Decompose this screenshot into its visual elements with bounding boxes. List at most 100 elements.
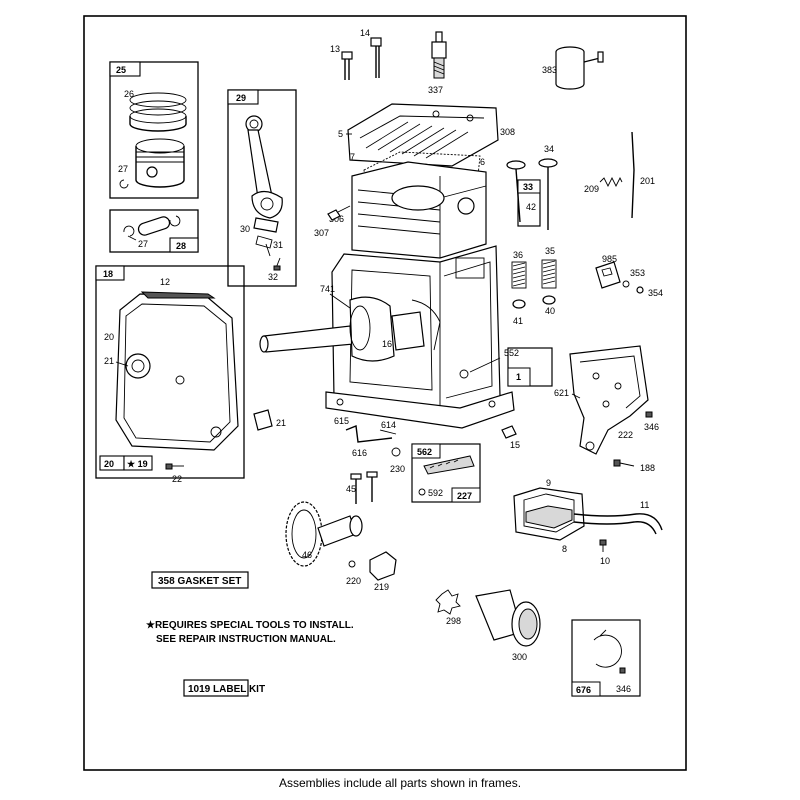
part-383-label: 383 [542,65,557,75]
part-12-label: 12 [160,277,170,287]
frame-33-label: 33 [523,182,533,192]
frame-676-label: 676 [576,685,591,695]
part-13-label: 13 [330,44,340,54]
part-16-label: 16 [382,339,392,349]
part-985-label: 985 [602,254,617,264]
part-42-label: 42 [526,202,536,212]
frame-33-valve-guide: 33 42 [517,179,541,227]
crankshaft-16: 741 16 [259,284,441,362]
part-36-label: 36 [513,250,523,260]
frame-20-label: 20 [104,459,114,469]
frame-29-connecting-rod: 29 30 31 32 [227,89,297,287]
breather-assembly: 9 8 11 10 [513,478,663,566]
frame-28-label: 28 [176,241,186,251]
bolt-22: 22 [165,463,184,484]
part-8-label: 8 [562,544,567,554]
tool-383: 383 [542,46,604,90]
part-354-label: 354 [648,288,663,298]
gasket-set-text: 358 GASKET SET [158,576,241,587]
parts-220-219: 220 219 [346,551,397,592]
part-188-label: 188 [640,463,655,473]
bracket-985: 985 353 354 [595,254,663,298]
part-22-label: 22 [172,474,182,484]
label-kit-note: 1019 LABEL KIT [183,679,265,697]
cylinder-head-308: 5 308 [338,103,515,167]
part-30-label: 30 [240,224,250,234]
part-31-label: 31 [273,240,283,250]
part-45-label: 45 [346,484,356,494]
part-346-label-b: 346 [616,684,631,694]
part-34-label: 34 [544,144,554,154]
part-222-label: 222 [618,430,633,440]
part-219-label: 219 [374,582,389,592]
part-337-label: 337 [428,85,443,95]
part-5-label: 5 [338,129,343,139]
part-46-label: 46 [302,550,312,560]
special-tools-line-2: SEE REPAIR INSTRUCTION MANUAL. [156,634,336,645]
cylinder-block-1: 306 [325,161,515,429]
part-308-label: 308 [500,127,515,137]
frame-1-block: 1 552 [459,347,553,387]
frame-25-piston-assembly: 25 26 27 [109,61,199,199]
part-300-label: 300 [512,652,527,662]
diagram-border [83,15,687,771]
governor-link-parts: 615 616 614 230 15 [334,416,520,474]
part-41-label: 41 [513,316,523,326]
part-230-label: 230 [390,464,405,474]
part-306-label: 306 [329,214,344,224]
frame-19-label: ★ 19 [127,459,148,469]
frame-227-governor: 562 592 227 [411,443,481,503]
frame-18-sump: 18 12 20 21 [95,265,245,479]
plug-21: 21 [253,409,286,431]
part-616-label: 616 [352,448,367,458]
part-40-label: 40 [545,306,555,316]
tappets-45: 45 [346,471,378,504]
part-592-label: 592 [428,488,443,498]
part-27-label-b: 27 [138,239,148,249]
part-615-label: 615 [334,416,349,426]
part-11-label: 11 [640,500,649,510]
gasket-set-note: 358 GASKET SET [151,571,249,589]
springs-36-35: 36 35 41 40 [511,246,557,326]
frame-562-label: 562 [417,447,432,457]
bolt-14: 14 [360,28,382,78]
frame-25-label: 25 [116,65,126,75]
part-201-label: 201 [640,176,655,186]
part-35-label: 35 [545,246,555,256]
diagram-caption: Assemblies include all parts shown in fr… [278,776,522,790]
frame-676-clip: 676 346 [571,619,641,697]
part-552-label: 552 [504,348,519,358]
bolt-188: 188 [613,459,655,473]
part-209-label: 209 [584,184,599,194]
part-9-label: 9 [546,478,551,488]
bolt-13: 13 [330,44,353,80]
part-614-label: 614 [381,420,396,430]
link-201-spring-209: 201 209 [584,131,655,219]
part-27-label-a: 27 [118,164,128,174]
part-26-label: 26 [124,89,134,99]
part-6-label: 6 [480,157,485,167]
frame-18-label: 18 [103,269,113,279]
special-tools-note: ★REQUIRES SPECIAL TOOLS TO INSTALL. SEE … [146,620,354,645]
valve-pair-34: 34 [506,144,558,230]
frame-20-19-seal: 20 ★ 19 [99,455,153,471]
part-220-label: 220 [346,576,361,586]
part-10-label: 10 [600,556,610,566]
frame-28-wrist-pin: 28 27 [109,209,199,253]
frame-1-label: 1 [516,372,521,382]
control-bracket-222: 621 222 346 [554,345,659,455]
part-741-label: 741 [320,284,335,294]
part-7-label: 7 [350,152,355,162]
part-15-label: 15 [510,440,520,450]
starter-assembly: 298 300 [435,589,541,662]
part-621-label: 621 [554,388,569,398]
spark-plug-337: 337 [428,31,447,95]
part-346-label-a: 346 [644,422,659,432]
frame-29-label: 29 [236,93,246,103]
special-tools-line-1: ★REQUIRES SPECIAL TOOLS TO INSTALL. [146,620,354,631]
part-307-label: 307 [314,228,329,238]
part-21-label-a: 21 [104,356,114,366]
part-20-label: 20 [104,332,114,342]
part-32-label: 32 [268,272,278,282]
